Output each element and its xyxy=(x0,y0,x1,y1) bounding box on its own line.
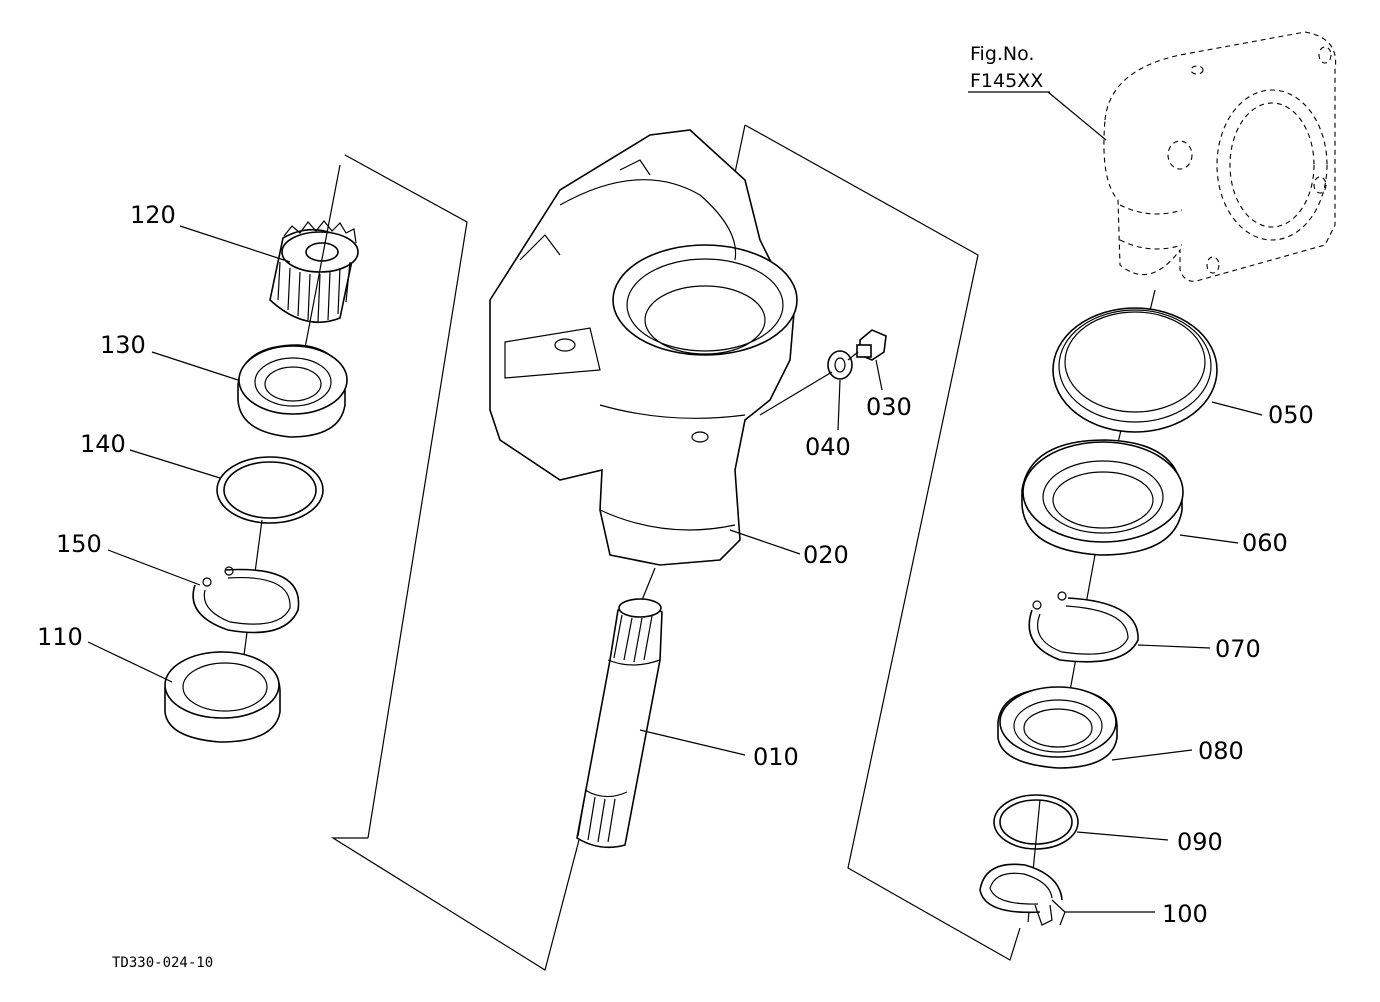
callout-150[interactable]: 150 xyxy=(56,530,102,558)
part-130-ball-bearing[interactable] xyxy=(237,344,348,438)
callout-050[interactable]: 050 xyxy=(1268,401,1314,429)
part-030-drain-plug[interactable] xyxy=(856,329,887,361)
callout-140[interactable]: 140 xyxy=(80,430,126,458)
callout-020[interactable]: 020 xyxy=(803,541,849,569)
part-110-oil-seal[interactable] xyxy=(164,651,281,743)
part-060-ball-bearing[interactable] xyxy=(1021,439,1184,556)
part-150-internal-snap-ring[interactable] xyxy=(192,566,300,634)
fig-no-value: F145XX xyxy=(970,70,1043,92)
callout-060[interactable]: 060 xyxy=(1242,529,1288,557)
callout-010[interactable]: 010 xyxy=(753,743,799,771)
part-010-shaft[interactable] xyxy=(576,598,663,849)
part-040-gasket-washer[interactable] xyxy=(827,350,853,380)
callout-090[interactable]: 090 xyxy=(1177,828,1223,856)
drawing-code: TD330-024-10 xyxy=(112,955,213,971)
callout-labels: 120 130 140 150 110 010 020 030 040 050 … xyxy=(37,201,1314,928)
callout-080[interactable]: 080 xyxy=(1198,737,1244,765)
fig-no-label: Fig.No. xyxy=(970,43,1034,65)
callout-040[interactable]: 040 xyxy=(805,433,851,461)
part-020-gear-case[interactable] xyxy=(489,129,798,566)
reference-housing-dashed xyxy=(1103,31,1337,282)
callout-120[interactable]: 120 xyxy=(130,201,176,229)
part-140-shim-washer[interactable] xyxy=(216,456,324,524)
callout-130[interactable]: 130 xyxy=(100,331,146,359)
callout-070[interactable]: 070 xyxy=(1215,635,1261,663)
callout-110[interactable]: 110 xyxy=(37,623,83,651)
leader-lines xyxy=(87,225,1263,913)
callout-030[interactable]: 030 xyxy=(866,393,912,421)
part-080-ball-bearing[interactable] xyxy=(997,686,1118,769)
part-120-bevel-gear[interactable] xyxy=(269,220,359,324)
part-050-oil-seal[interactable] xyxy=(1052,307,1218,433)
part-100-external-snap-ring[interactable] xyxy=(979,863,1066,926)
part-070-internal-snap-ring[interactable] xyxy=(1028,591,1139,663)
callout-100[interactable]: 100 xyxy=(1162,900,1208,928)
